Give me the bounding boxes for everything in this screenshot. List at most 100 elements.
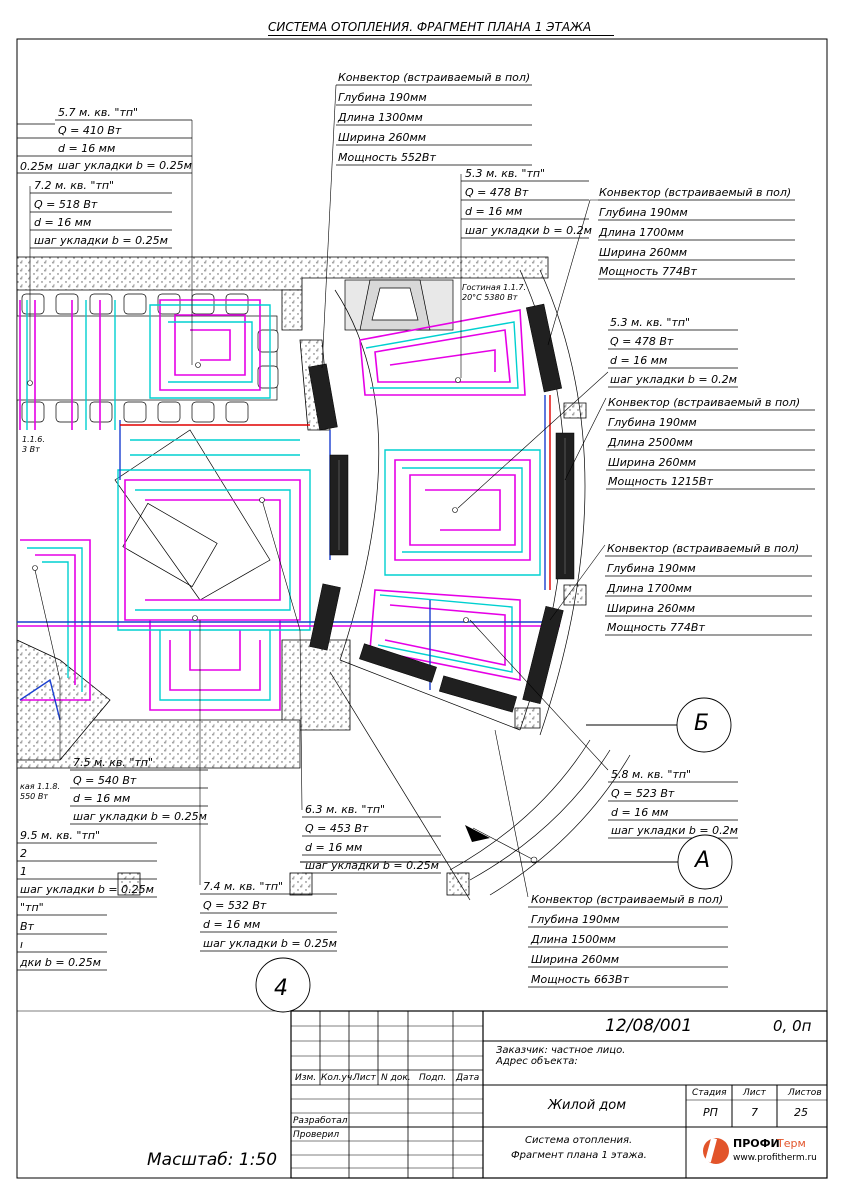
col-izm: Изм. (295, 1073, 317, 1083)
convector-2-width: Ширина 260мм (599, 246, 688, 259)
convector-grilles (338, 438, 566, 574)
convector-5-depth: Глубина 190мм (531, 913, 620, 926)
loop-4-area: 5.3 м. кв. "тп" (610, 316, 691, 329)
cut-loop-area: "тп" (20, 901, 44, 914)
scale-label: Масштаб: 1:50 (147, 1150, 278, 1170)
loop-1-area: 5.7 м. кв. "тп" (58, 106, 139, 119)
loop-stub-step: 0.25м (20, 160, 53, 173)
convector-3-width: Ширина 260мм (608, 456, 697, 469)
axis-a-label: А (695, 848, 711, 873)
doc-code: 12/08/001 (605, 1016, 693, 1036)
customer: Заказчик: частное лицо. (496, 1045, 626, 1056)
logo-text-light: Терм (777, 1137, 806, 1150)
loop-6-step: шаг укладки b = 0.2м (611, 824, 738, 837)
sheets-header: Листов (788, 1088, 822, 1098)
loop-6-area: 5.8 м. кв. "тп" (611, 768, 692, 781)
heating-loops-supply (19, 299, 531, 711)
convector-4-title: Конвектор (встраиваемый в пол) (607, 542, 800, 555)
loop-5-q: Q = 540 Вт (73, 774, 137, 787)
convector-4-width: Ширина 260мм (607, 602, 696, 615)
room-bottom-heat: 550 Вт (20, 792, 48, 801)
arrow-head (465, 825, 490, 842)
label-underlines (17, 84, 815, 988)
convector-bodies (308, 303, 575, 713)
col-kolich: Кол.уч. (321, 1073, 356, 1083)
loop-9-d-prefix: 1 (20, 865, 27, 878)
loop-8-area: 7.4 м. кв. "тп" (203, 880, 284, 893)
sheets-value: 25 (794, 1106, 808, 1119)
logo-url: www.profitherm.ru (733, 1153, 817, 1163)
axis-4-label: 4 (274, 976, 288, 1001)
room-left-name: 1.1.6. (22, 435, 45, 444)
address: Адрес объекта: (496, 1056, 578, 1067)
loop-4-step: шаг укладки b = 0.2м (610, 373, 737, 386)
role-checker: Проверил (293, 1130, 340, 1140)
convector-4-power: Мощность 774Вт (607, 621, 705, 634)
convector-2-depth: Глубина 190мм (599, 206, 688, 219)
col-list: Лист (353, 1073, 376, 1083)
loop-6-q: Q = 523 Вт (611, 787, 675, 800)
convector-1-width: Ширина 260мм (338, 131, 427, 144)
title-underline (268, 35, 614, 36)
axis-b-label: Б (694, 711, 710, 736)
convector-2-length: Длина 1700мм (599, 226, 684, 239)
sheet-value: 7 (751, 1106, 758, 1119)
convector-1-power: Мощность 552Вт (338, 151, 436, 164)
convector-4-depth: Глубина 190мм (607, 562, 696, 575)
loop-9-area: 9.5 м. кв. "тп" (20, 829, 101, 842)
room-label-name: Гостиная 1.1.7. (462, 283, 526, 292)
doc-revision: 0, 0п (773, 1017, 812, 1035)
col-data: Дата (456, 1073, 480, 1083)
convector-1-length: Длина 1300мм (338, 111, 423, 124)
stage-value: РП (703, 1106, 718, 1119)
object-name: Жилой дом (548, 1098, 627, 1113)
loop-1-q: Q = 410 Вт (58, 124, 122, 137)
loop-1-step: шаг укладки b = 0.25м (58, 159, 192, 172)
convector-4-length: Длина 1700мм (607, 582, 692, 595)
loop-5-d: d = 16 мм (73, 792, 131, 805)
loop-8-step: шаг укладки b = 0.25м (203, 937, 337, 950)
sheet-header: Лист (743, 1088, 766, 1098)
convector-5-width: Ширина 260мм (531, 953, 620, 966)
axis-markers (255, 697, 733, 1013)
convector-2-power: Мощность 774Вт (599, 265, 697, 278)
room-bottom-name: кая 1.1.8. (20, 782, 60, 791)
loop-5-area: 7.5 м. кв. "тп" (73, 756, 154, 769)
convector-3-length: Длина 2500мм (608, 436, 693, 449)
loop-1-d: d = 16 мм (58, 142, 116, 155)
leader-lines (29, 84, 609, 898)
doc-title-line-2: Фрагмент плана 1 этажа. (511, 1150, 647, 1161)
convector-3-power: Мощность 1215Вт (608, 475, 713, 488)
convector-5-power: Мощность 663Вт (531, 973, 629, 986)
room-left-heat: 3 Вт (22, 445, 40, 454)
title-block-grid (290, 1010, 828, 1179)
convector-1-depth: Глубина 190мм (338, 91, 427, 104)
convector-3-depth: Глубина 190мм (608, 416, 697, 429)
loop-2-d: d = 16 мм (34, 216, 92, 229)
loop-7-step: шаг укладки b = 0.25м (305, 859, 439, 872)
cut-loop-step: дки b = 0.25м (20, 956, 101, 969)
convector-5-title: Конвектор (встраиваемый в пол) (531, 893, 724, 906)
fireplace (344, 279, 454, 331)
heating-loops-return (26, 300, 541, 701)
loop-9-step: шаг укладки b = 0.25м (20, 883, 154, 896)
loop-3-step: шаг укладки b = 0.2м (465, 224, 592, 237)
loop-7-q: Q = 453 Вт (305, 822, 369, 835)
loop-2-q: Q = 518 Вт (34, 198, 98, 211)
loop-3-area: 5.3 м. кв. "тп" (465, 167, 546, 180)
loop-8-q: Q = 532 Вт (203, 899, 267, 912)
furniture (16, 315, 278, 601)
loop-9-q-prefix: 2 (20, 847, 27, 860)
room-label-heat: 20°С 5380 Вт (462, 293, 518, 302)
loop-6-d: d = 16 мм (611, 806, 669, 819)
sheet-title: СИСТЕМА ОТОПЛЕНИЯ. ФРАГМЕНТ ПЛАНА 1 ЭТАЖ… (268, 20, 592, 34)
stage-header: Стадия (692, 1088, 727, 1098)
convector-2-title: Конвектор (встраиваемый в пол) (599, 186, 792, 199)
cut-loop-d: ı (20, 938, 24, 951)
col-ndok: N док. (381, 1073, 411, 1083)
loop-3-q: Q = 478 Вт (465, 186, 529, 199)
loop-4-d: d = 16 мм (610, 354, 668, 367)
loop-5-step: шаг укладки b = 0.25м (73, 810, 207, 823)
